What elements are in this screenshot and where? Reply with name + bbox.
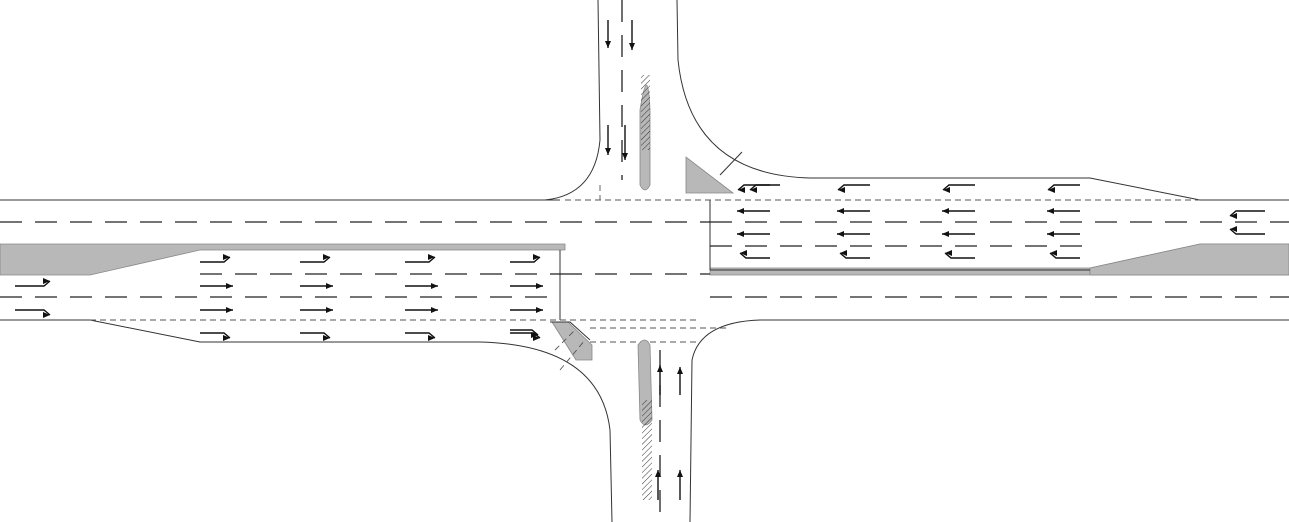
arrow-icon	[200, 254, 231, 263]
arrow-icon	[300, 254, 331, 263]
arrow-icon	[1047, 231, 1080, 237]
arrow-icon	[1047, 208, 1080, 214]
arrow-icon	[15, 278, 51, 287]
vertical-lane-lines	[599, 0, 661, 522]
arrow-icon	[739, 250, 770, 259]
arrow-icon	[837, 184, 870, 193]
arrow-icon	[300, 283, 333, 289]
arrow-icon	[749, 184, 780, 193]
arrow-icon	[15, 309, 51, 318]
arrow-icon	[1229, 210, 1265, 219]
arrow-icon	[839, 250, 870, 259]
arrow-icon	[405, 283, 438, 289]
arrow-icon	[510, 332, 541, 341]
arrow-icon	[629, 20, 635, 50]
arrow-icon	[300, 332, 331, 341]
arrow-icon	[942, 231, 975, 237]
arrow-icon	[1229, 226, 1265, 235]
arrow-icon	[200, 283, 233, 289]
arrow-icon	[300, 307, 333, 313]
arrow-icon	[1047, 184, 1080, 193]
arrow-icon	[737, 208, 770, 214]
lane-arrows	[15, 20, 1265, 500]
east-median	[709, 243, 1289, 276]
arrow-icon	[1049, 250, 1080, 259]
arrow-icon	[942, 208, 975, 214]
arrow-icon	[677, 470, 683, 500]
arrow-icon	[605, 20, 611, 48]
arrow-icon	[622, 125, 628, 160]
arrow-icon	[405, 332, 436, 341]
west-median	[0, 243, 566, 276]
arrow-icon	[942, 184, 975, 193]
arrow-icon	[510, 307, 543, 313]
arrow-icon	[837, 231, 870, 237]
arrow-icon	[655, 470, 661, 500]
arrow-icon	[605, 125, 611, 155]
arrow-icon	[510, 254, 541, 263]
arrow-icon	[677, 367, 683, 395]
arrow-icon	[200, 332, 231, 341]
arrow-icon	[405, 254, 436, 263]
arrow-icon	[657, 365, 663, 395]
lane-lines	[0, 199, 1289, 343]
arrow-icon	[200, 307, 233, 313]
arrow-icon	[405, 307, 438, 313]
arrow-icon	[837, 208, 870, 214]
arrow-icon	[510, 283, 543, 289]
arrow-icon	[737, 231, 770, 237]
arrow-icon	[944, 250, 975, 259]
channelizing-islands	[550, 75, 743, 500]
arrow-icon	[510, 329, 539, 338]
